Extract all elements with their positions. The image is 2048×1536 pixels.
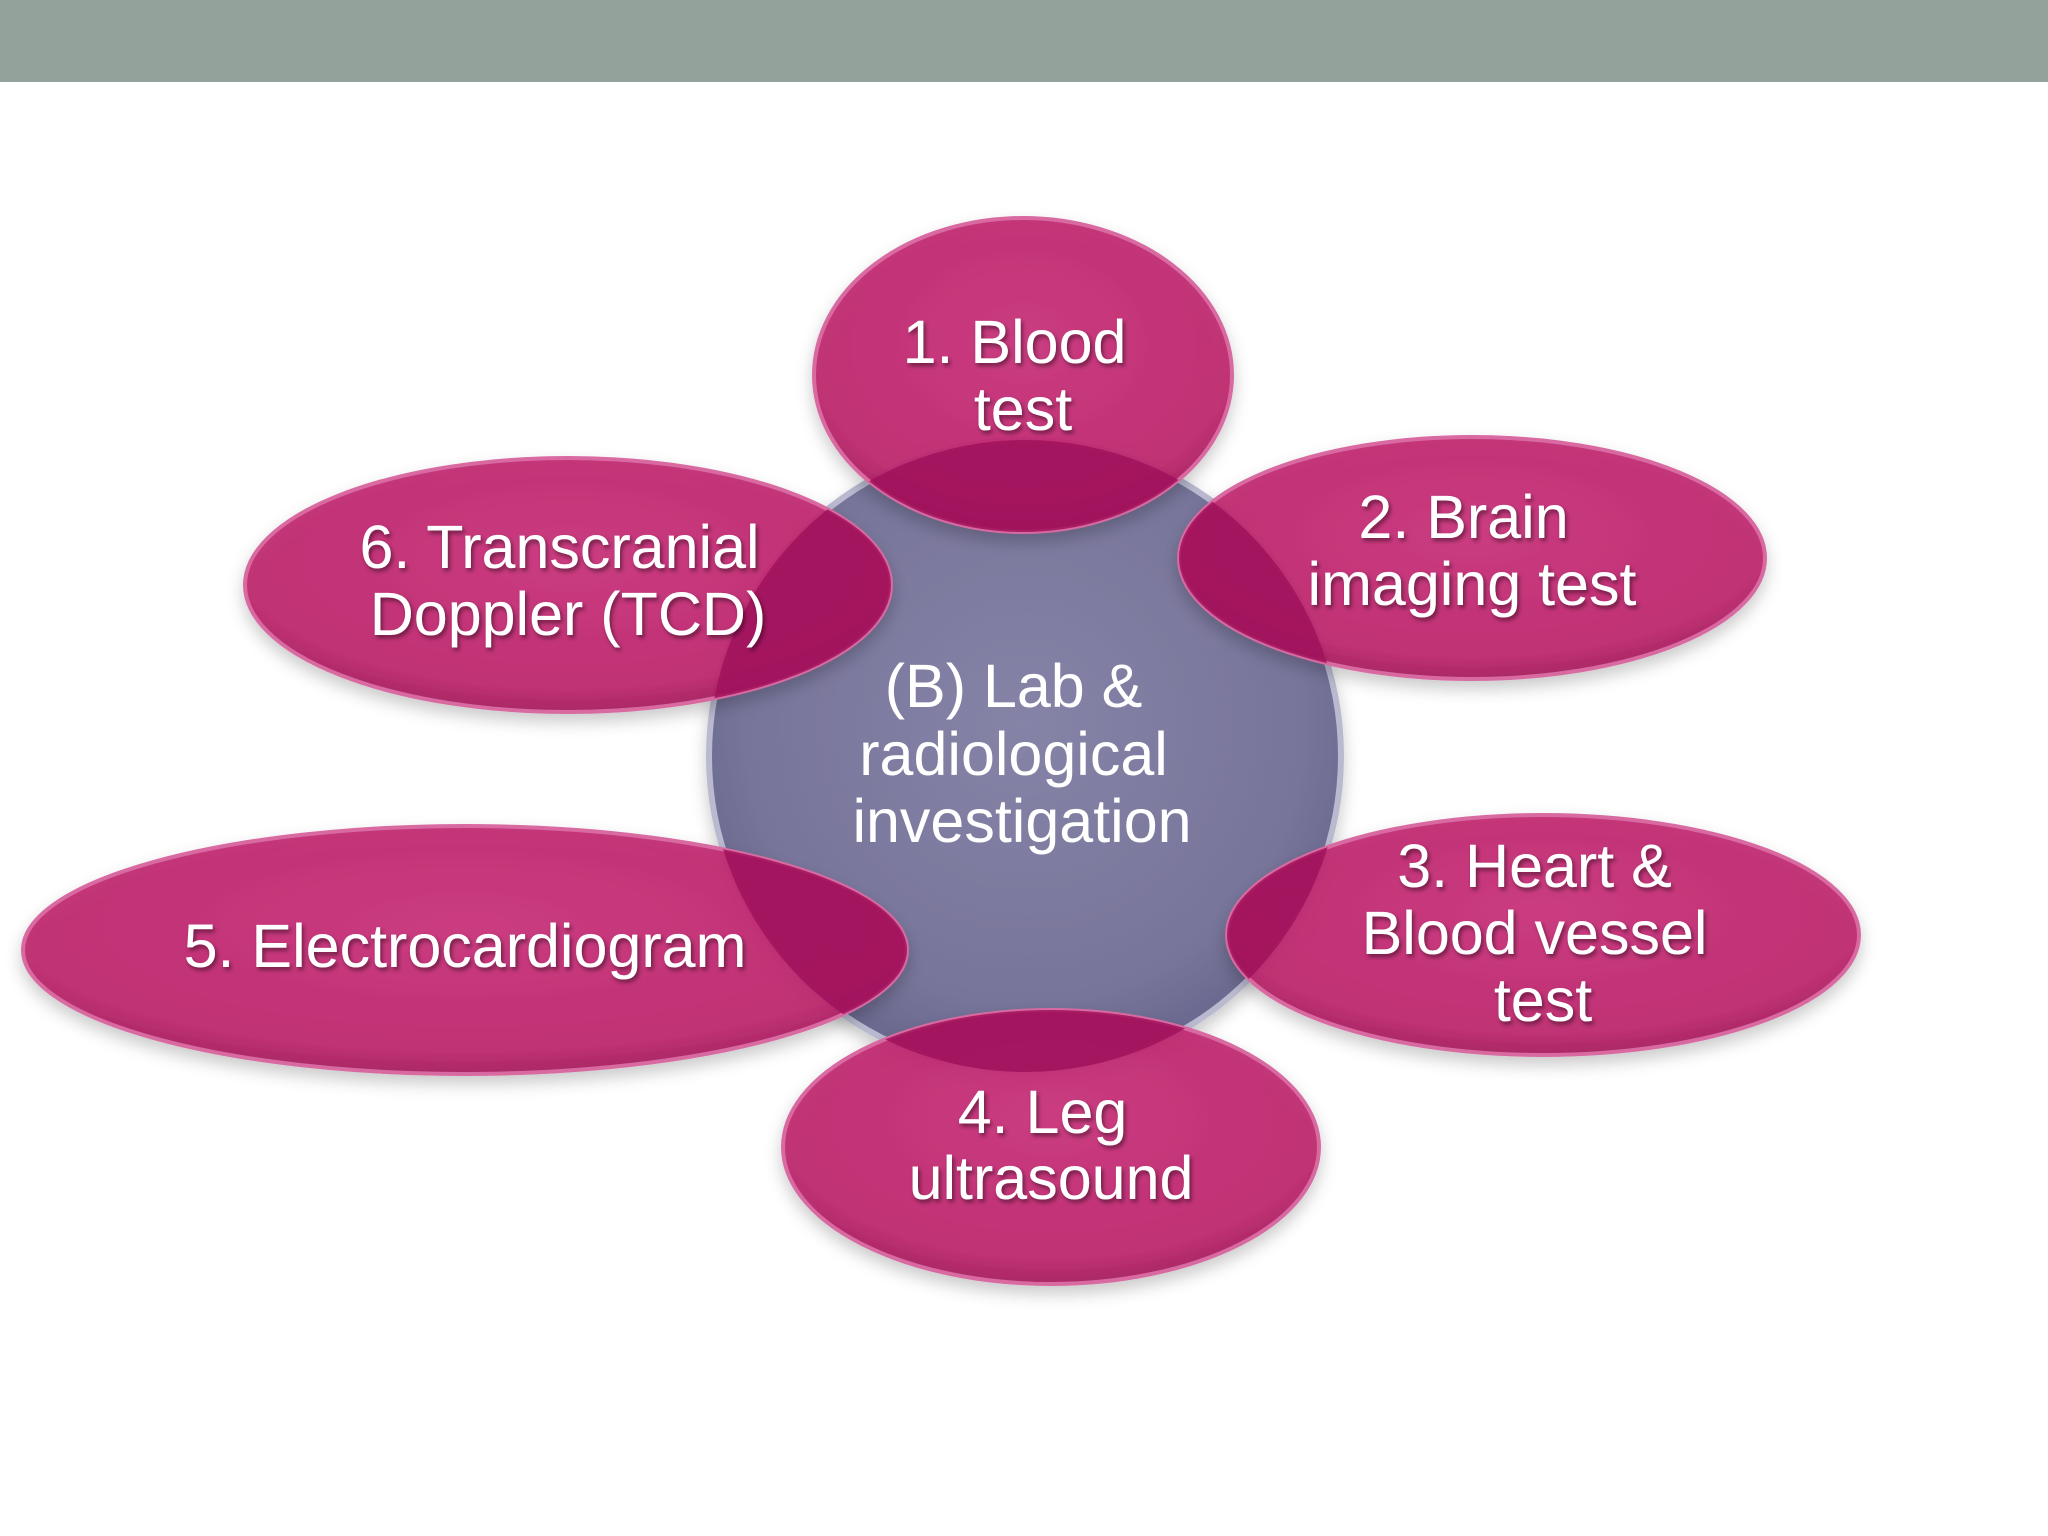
node-label-leg-ultrasound: 4. Leg ultrasound: [909, 1078, 1194, 1212]
node-label-brain-imaging-test: 2. Brain imaging test: [1308, 483, 1637, 618]
node-label-heart-blood-vessel-test: 3. Heart & Blood vessel test: [1362, 832, 1725, 1034]
node-label-blood-test: 1. Blood test: [903, 308, 1144, 443]
node-label-transcranial-doppler: 6. Transcranial Doppler (TCD): [359, 513, 776, 648]
petal-group: [21, 216, 1861, 1286]
top-band: [0, 0, 2048, 82]
node-label-electrocardiogram: 5. Electrocardiogram: [184, 912, 747, 980]
center-label: (B) Lab & radiological investigation: [852, 652, 1191, 855]
petal-label-group: 1. Blood test 2. Brain imaging test 3. H…: [184, 308, 1725, 1212]
